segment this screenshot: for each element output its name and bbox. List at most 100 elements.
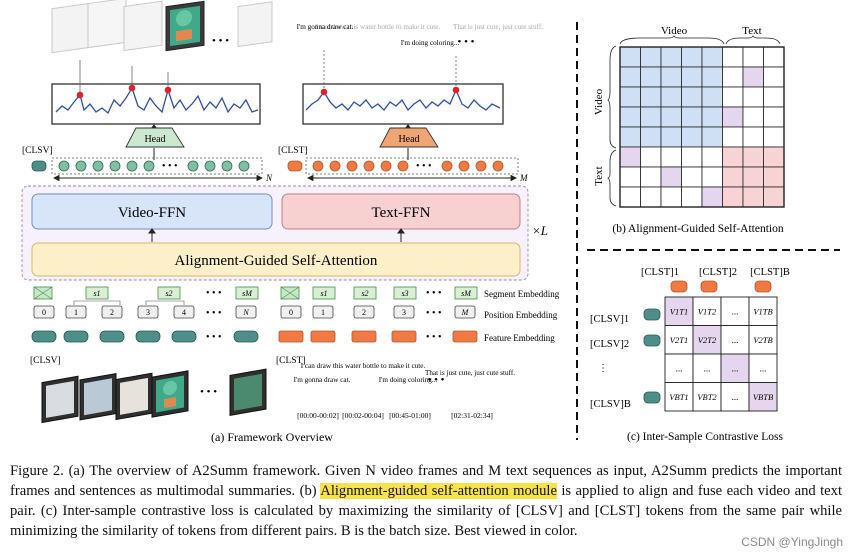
attention-cell bbox=[722, 46, 744, 68]
similarity-cell bbox=[664, 296, 694, 326]
attention-cell bbox=[681, 146, 703, 168]
attention-cell bbox=[722, 126, 744, 148]
attention-cell bbox=[660, 166, 682, 188]
caption-a: (a) Framework Overview bbox=[211, 430, 333, 444]
svg-text:1: 1 bbox=[74, 308, 78, 317]
attention-cell bbox=[763, 106, 785, 128]
attention-cell bbox=[701, 106, 723, 128]
attention-cell bbox=[660, 66, 682, 88]
svg-text:⋮: ⋮ bbox=[598, 363, 608, 374]
svg-text:Head: Head bbox=[398, 134, 419, 145]
top-text-1: I'm gonna draw cat. bbox=[297, 23, 354, 31]
svg-text:• • •: • • • bbox=[206, 308, 222, 319]
svg-text:• • •: • • • bbox=[427, 374, 444, 386]
svg-text:• • •: • • • bbox=[426, 332, 442, 343]
attention-cell bbox=[763, 126, 785, 148]
top-video-frames: • • • bbox=[51, 0, 273, 54]
attention-border bbox=[619, 46, 785, 208]
alignment-attention-label: Alignment-Guided Self-Attention bbox=[175, 253, 378, 269]
svg-text:sM: sM bbox=[461, 289, 472, 298]
figure-2: • • • I'm gonna draw cat. I can draw thi… bbox=[21, 0, 840, 444]
attention-cell bbox=[619, 146, 641, 168]
svg-text:I'm doing coloring...: I'm doing coloring... bbox=[379, 376, 438, 384]
bottom-clsv-label: [CLSV] bbox=[30, 356, 61, 366]
similarity-cell-label: ... bbox=[704, 363, 711, 373]
svg-text:• • •: • • • bbox=[206, 332, 222, 343]
attention-cell bbox=[619, 66, 641, 88]
figure-caption-part2: is applied to align and fuse each video … bbox=[10, 483, 843, 539]
similarity-cell-label: V2TB bbox=[753, 335, 772, 345]
attention-cell bbox=[619, 106, 641, 128]
attention-cell bbox=[619, 126, 641, 148]
attention-cell bbox=[660, 106, 682, 128]
attention-cell bbox=[660, 186, 682, 208]
attention-cell bbox=[660, 46, 682, 68]
attention-cell bbox=[681, 66, 703, 88]
col-header-clst-1: [CLST]1 bbox=[641, 267, 679, 278]
position-embedding-label: Position Embedding bbox=[484, 310, 558, 320]
svg-text:sM: sM bbox=[242, 289, 253, 298]
segment-embedding-row: s1 s2 sM s1 s2 s3 sM • • • • • • Segment… bbox=[33, 286, 560, 305]
svg-text:s1: s1 bbox=[93, 289, 100, 298]
similarity-cell-label: ... bbox=[732, 363, 739, 373]
m-label: M bbox=[519, 173, 528, 183]
svg-text:I can draw this water bottle t: I can draw this water bottle to make it … bbox=[301, 362, 426, 370]
similarity-cell-label: V1TB bbox=[753, 306, 772, 316]
similarity-cell bbox=[664, 325, 694, 355]
bottom-video-frames: • • • bbox=[41, 368, 267, 424]
alignment-attention-block bbox=[31, 242, 521, 277]
attention-video-col-label: Video bbox=[661, 25, 688, 37]
video-score-plot bbox=[51, 83, 261, 125]
feature-embedding-row: • • • • • • Feature Embedding bbox=[31, 330, 555, 343]
attention-cell bbox=[681, 106, 703, 128]
row-header-clsv-2: [CLSV]2 bbox=[590, 339, 629, 350]
contrastive-matrix: [CLST]1 [CLST]2 [CLST]B [CLSV]1 [CLSV]2 … bbox=[590, 267, 790, 412]
attention-cell bbox=[701, 146, 723, 168]
attention-cell bbox=[742, 146, 764, 168]
similarity-cell bbox=[748, 382, 778, 412]
svg-text:Head: Head bbox=[144, 134, 165, 145]
attention-cell bbox=[701, 166, 723, 188]
attention-cell bbox=[640, 86, 662, 108]
attention-cell bbox=[681, 46, 703, 68]
attention-matrix: Video Text Video Text bbox=[593, 25, 785, 208]
attention-cell bbox=[681, 126, 703, 148]
svg-text:That is just cute, just cute s: That is just cute, just cute stuff. bbox=[425, 369, 515, 377]
attention-cell bbox=[701, 66, 723, 88]
svg-text:2: 2 bbox=[362, 308, 366, 317]
attention-cell bbox=[640, 186, 662, 208]
times-l-label: ×L bbox=[532, 223, 548, 238]
svg-text:s3: s3 bbox=[401, 289, 408, 298]
svg-text:s2: s2 bbox=[361, 289, 368, 298]
svg-text:• • •: • • • bbox=[416, 161, 432, 172]
similarity-cell-label: V1T1 bbox=[670, 306, 688, 316]
clst-label: [CLST] bbox=[278, 146, 308, 156]
watermark: CSDN @YingJingh bbox=[741, 535, 843, 549]
svg-text:3: 3 bbox=[146, 308, 150, 317]
feature-embedding-label: Feature Embedding bbox=[484, 333, 555, 343]
attention-cell bbox=[722, 106, 744, 128]
attention-cell bbox=[742, 86, 764, 108]
caption-b: (b) Alignment-Guided Self-Attention bbox=[612, 223, 783, 235]
svg-text:M: M bbox=[461, 308, 470, 317]
svg-text:s2: s2 bbox=[165, 289, 172, 298]
svg-text:• • •: • • • bbox=[162, 161, 178, 172]
similarity-cell bbox=[748, 296, 778, 326]
attention-cell bbox=[763, 166, 785, 188]
svg-text:2: 2 bbox=[110, 308, 114, 317]
attention-cell bbox=[763, 86, 785, 108]
attention-cell bbox=[763, 146, 785, 168]
similarity-cell-label: ... bbox=[676, 363, 683, 373]
similarity-cell-label: V2T2 bbox=[698, 335, 717, 345]
figure-caption: Figure 2. (a) The overview of A2Summ fra… bbox=[10, 461, 842, 541]
attention-video-row-label: Video bbox=[593, 88, 605, 115]
clsv-label: [CLSV] bbox=[22, 146, 53, 156]
attention-cell bbox=[722, 66, 744, 88]
video-frame-connectors bbox=[79, 60, 169, 94]
top-text-ellipsis: • • • bbox=[457, 36, 474, 48]
bottom-clst-label: [CLST] bbox=[276, 356, 306, 366]
top-frames-ellipsis: • • • bbox=[212, 35, 229, 47]
attention-cell bbox=[763, 186, 785, 208]
similarity-cell bbox=[692, 382, 722, 412]
similarity-cell-label: VBT2 bbox=[697, 392, 717, 402]
